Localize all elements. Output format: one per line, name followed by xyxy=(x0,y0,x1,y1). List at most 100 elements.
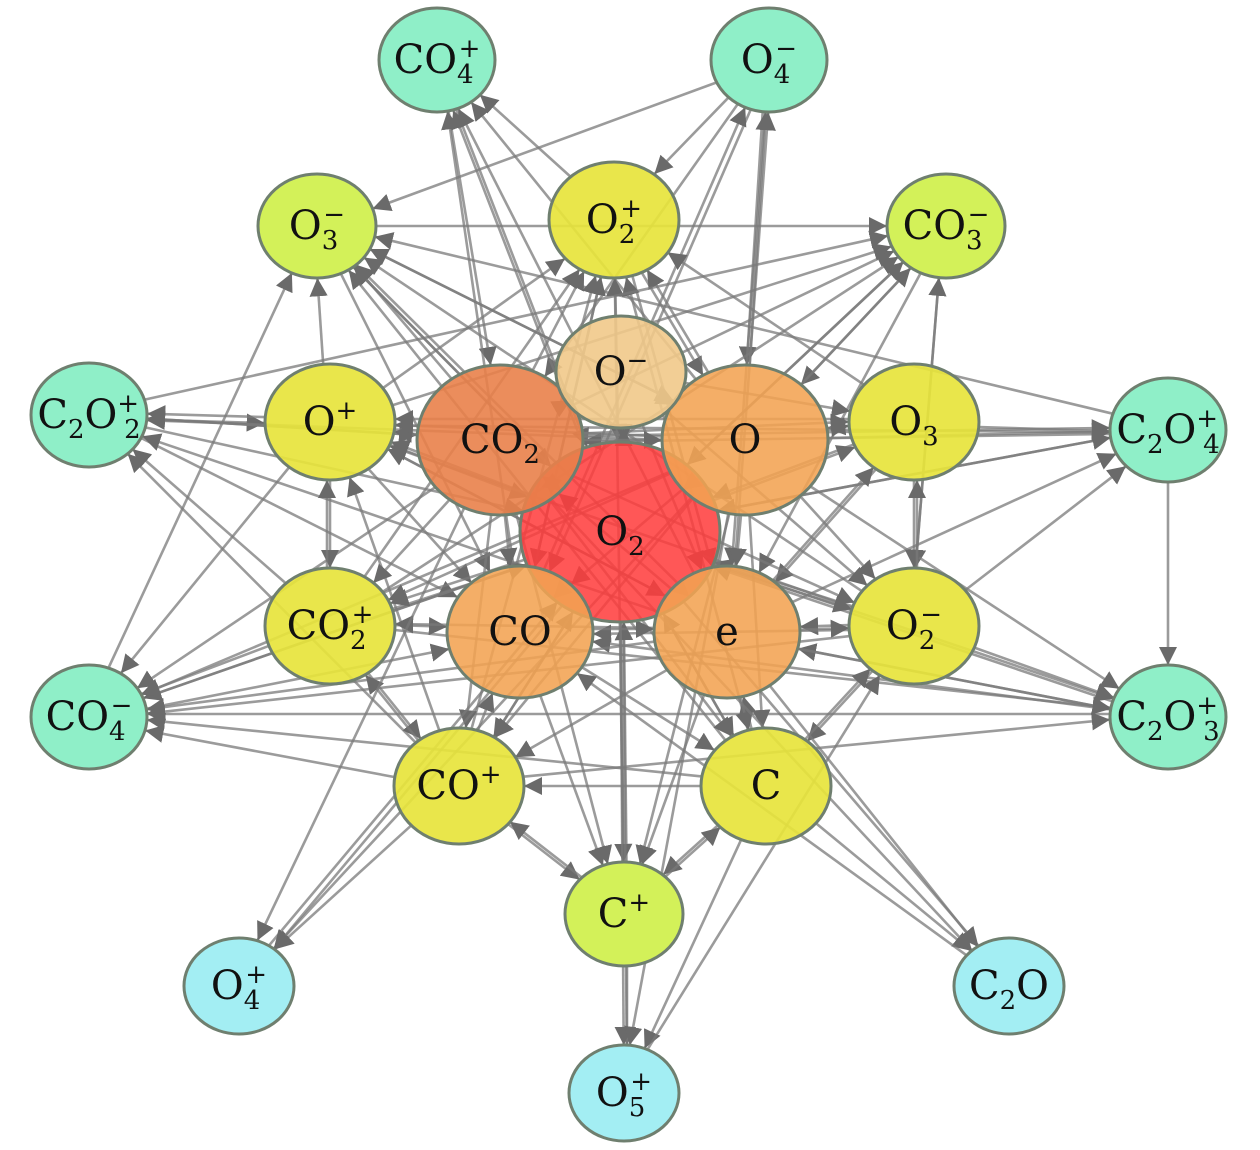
node-CO2: CO2 xyxy=(415,363,585,517)
node-label-C2O4p: C2O+4 xyxy=(1116,404,1219,460)
edge-O5p-to-O2 xyxy=(614,621,633,1046)
edge-C-to-O2m xyxy=(804,667,872,741)
edge-e-to-C2O3p xyxy=(797,647,1111,715)
edge-CO2p-to-C2O2p xyxy=(131,448,287,585)
node-label-Om: O− xyxy=(594,346,649,395)
node-circle-O xyxy=(660,363,830,517)
node-C2O4p: C2O+4 xyxy=(1108,376,1228,484)
node-O3: O3 xyxy=(847,362,981,482)
node-O4m: O4− xyxy=(709,6,829,114)
node-label-CO3m: CO3− xyxy=(903,200,990,256)
edge-CO4p-to-CO2 xyxy=(447,110,497,366)
edge-O3-to-e xyxy=(774,468,877,584)
edge-O2m-to-C xyxy=(806,669,874,743)
node-circle-O2 xyxy=(518,440,722,624)
edge-Op-to-C2O2p xyxy=(147,405,266,424)
edge-CO2-to-O3m xyxy=(353,264,453,380)
node-circle-O2p xyxy=(547,160,681,280)
node-label-C: C xyxy=(751,763,782,809)
edge-CO2p-to-CO4m xyxy=(140,644,270,697)
node-label-O3m: O3− xyxy=(289,200,345,256)
node-circle-Om xyxy=(554,314,688,430)
edge-CO2-to-CO2p xyxy=(372,499,451,584)
edge-O4m-to-O2p xyxy=(653,96,730,175)
edge-O2m-to-C2O4p xyxy=(964,465,1127,592)
node-CO: CO xyxy=(445,564,595,700)
node-circle-O5p xyxy=(567,1043,681,1143)
node-circle-CO xyxy=(445,564,595,700)
edge-O2-to-O5p xyxy=(614,621,633,1046)
node-O2m: O2− xyxy=(847,566,981,686)
edge-CO-to-C xyxy=(580,665,716,752)
node-C2O3p: C2O+3 xyxy=(1108,663,1228,771)
node-label-CO4p: CO4+ xyxy=(394,34,481,90)
node-circle-CO2p xyxy=(263,566,397,686)
node-label-O2p: O2+ xyxy=(586,194,642,250)
node-e: e xyxy=(652,564,802,700)
node-CO4m: CO4− xyxy=(29,663,149,771)
node-O2p: O2+ xyxy=(547,160,681,280)
edge-COp-to-CO4m xyxy=(144,724,396,779)
node-circle-C2O2p xyxy=(29,361,149,469)
edge-O4m-to-O3m xyxy=(372,81,717,212)
node-circle-CO4m xyxy=(29,663,149,771)
node-circle-O3m xyxy=(256,172,378,280)
edge-Op-to-CO4m xyxy=(119,466,291,675)
node-label-CO4m: CO4− xyxy=(46,691,133,747)
node-O5p: O5+ xyxy=(567,1043,681,1143)
node-O3m: O3− xyxy=(256,172,378,280)
node-label-CO2p: CO2+ xyxy=(287,600,374,656)
node-O2: O2 xyxy=(518,440,722,624)
edge-O3m-to-CO xyxy=(339,273,492,573)
edge-Cp-to-C xyxy=(664,826,722,878)
node-label-e: e xyxy=(715,609,739,655)
node-label-O3: O3 xyxy=(889,399,938,452)
edge-COp-to-CO2p xyxy=(364,674,420,742)
node-circle-O4m xyxy=(709,6,829,114)
node-circle-C xyxy=(699,726,833,846)
node-label-CO2: CO2 xyxy=(460,417,540,470)
node-Op: O+ xyxy=(263,362,397,482)
node-C2O: C2O xyxy=(952,936,1066,1036)
node-label-C2O2p: C2O+2 xyxy=(37,389,140,445)
node-CO4p: CO4+ xyxy=(377,6,497,114)
node-label-Op: O+ xyxy=(303,396,358,445)
edge-O3-to-O2p xyxy=(666,251,865,386)
edge-C-to-C2O xyxy=(814,821,972,952)
node-label-O2m: O2− xyxy=(886,600,942,656)
node-label-C2O: C2O xyxy=(969,963,1049,1016)
edge-e-to-C2O xyxy=(768,684,979,948)
node-label-COp: CO+ xyxy=(416,760,501,809)
node-circle-O3 xyxy=(847,362,981,482)
node-label-O2: O2 xyxy=(595,509,644,562)
node-circle-Cp xyxy=(563,860,685,968)
edge-e-to-Cp xyxy=(639,694,706,865)
node-label-Cp: C+ xyxy=(598,888,650,937)
node-Cp: C+ xyxy=(563,860,685,968)
node-circle-COp xyxy=(392,726,526,846)
edge-Op-to-CO xyxy=(367,468,473,584)
node-label-CO: CO xyxy=(488,609,551,655)
node-circle-CO3m xyxy=(885,172,1007,280)
edge-e-to-COp xyxy=(514,668,668,759)
edge-CO2-to-O4p xyxy=(256,507,466,941)
node-circle-CO2 xyxy=(415,363,585,517)
edge-O2m-to-C2O3p xyxy=(973,646,1115,701)
node-circle-C2O xyxy=(952,936,1066,1036)
node-CO2p: CO2+ xyxy=(263,566,397,686)
node-label-O4p: O4+ xyxy=(211,960,267,1016)
edge-CO4m-to-O3m xyxy=(107,272,294,669)
edge-COp-to-Cp xyxy=(507,823,581,881)
edge-O-to-C2O3p xyxy=(809,485,1121,690)
node-O: O xyxy=(660,363,830,517)
node-C2O2p: C2O+2 xyxy=(29,361,149,469)
edge-C-to-Cp xyxy=(662,824,720,876)
edge-CO-to-Cp xyxy=(539,695,606,867)
node-label-C2O3p: C2O+3 xyxy=(1116,691,1219,747)
node-label-O5p: O5+ xyxy=(596,1067,652,1123)
node-C: C xyxy=(699,726,833,846)
node-CO3m: CO3− xyxy=(885,172,1007,280)
edge-Cp-to-COp xyxy=(509,820,583,879)
